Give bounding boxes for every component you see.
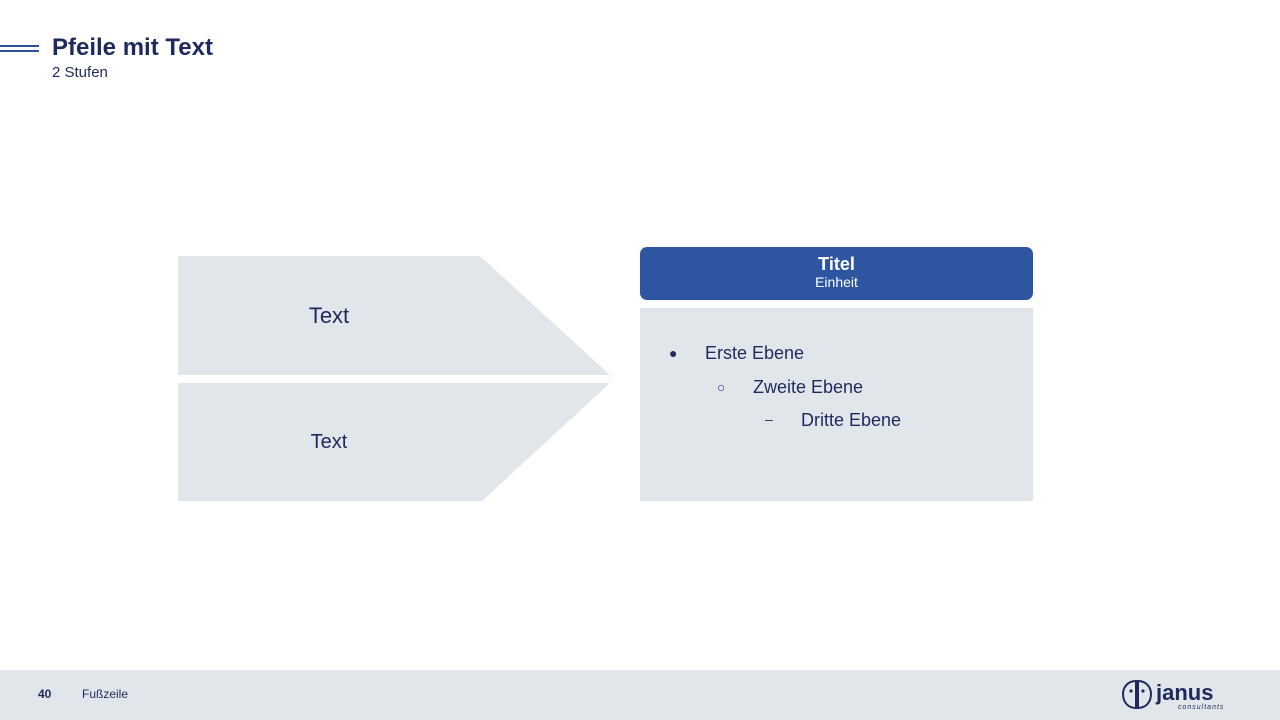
card-title: Titel (818, 254, 855, 274)
janus-logo: janus consultants (1121, 679, 1224, 711)
arrow-shape-bottom (178, 383, 610, 501)
title-accent-line-top (0, 45, 39, 47)
bullet-marker-level-2: ○ (717, 379, 726, 395)
bullet-text-level-3: Dritte Ebene (801, 410, 902, 430)
arrow-shape-top (178, 256, 610, 375)
page-subtitle: 2 Stufen (52, 64, 108, 81)
bullet-marker-level-1: ● (669, 345, 678, 361)
footer-bar: 40 Fußzeile janus consultants (0, 670, 1280, 720)
logo-subtext: consultants (1178, 704, 1224, 711)
logo-head-icon (1121, 679, 1153, 710)
card-header: Titel Einheit (640, 247, 1033, 300)
title-accent-line-bottom (0, 50, 39, 52)
logo-wordmark: janus (1155, 680, 1213, 705)
arrow-label-top: Text (308, 303, 350, 328)
card-unit: Einheit (815, 274, 858, 290)
bullet-text-level-2: Zweite Ebene (753, 377, 864, 397)
page-number: 40 (38, 687, 52, 701)
page-title: Pfeile mit Text (52, 34, 213, 61)
bullet-text-level-1: Erste Ebene (705, 343, 805, 363)
bullet-marker-level-3: – (765, 411, 773, 427)
footer-text: Fußzeile (82, 687, 129, 701)
card-body: ● Erste Ebene ○ Zweite Ebene – Dritte Eb… (640, 308, 1033, 501)
arrow-label-bottom: Text (310, 431, 348, 453)
